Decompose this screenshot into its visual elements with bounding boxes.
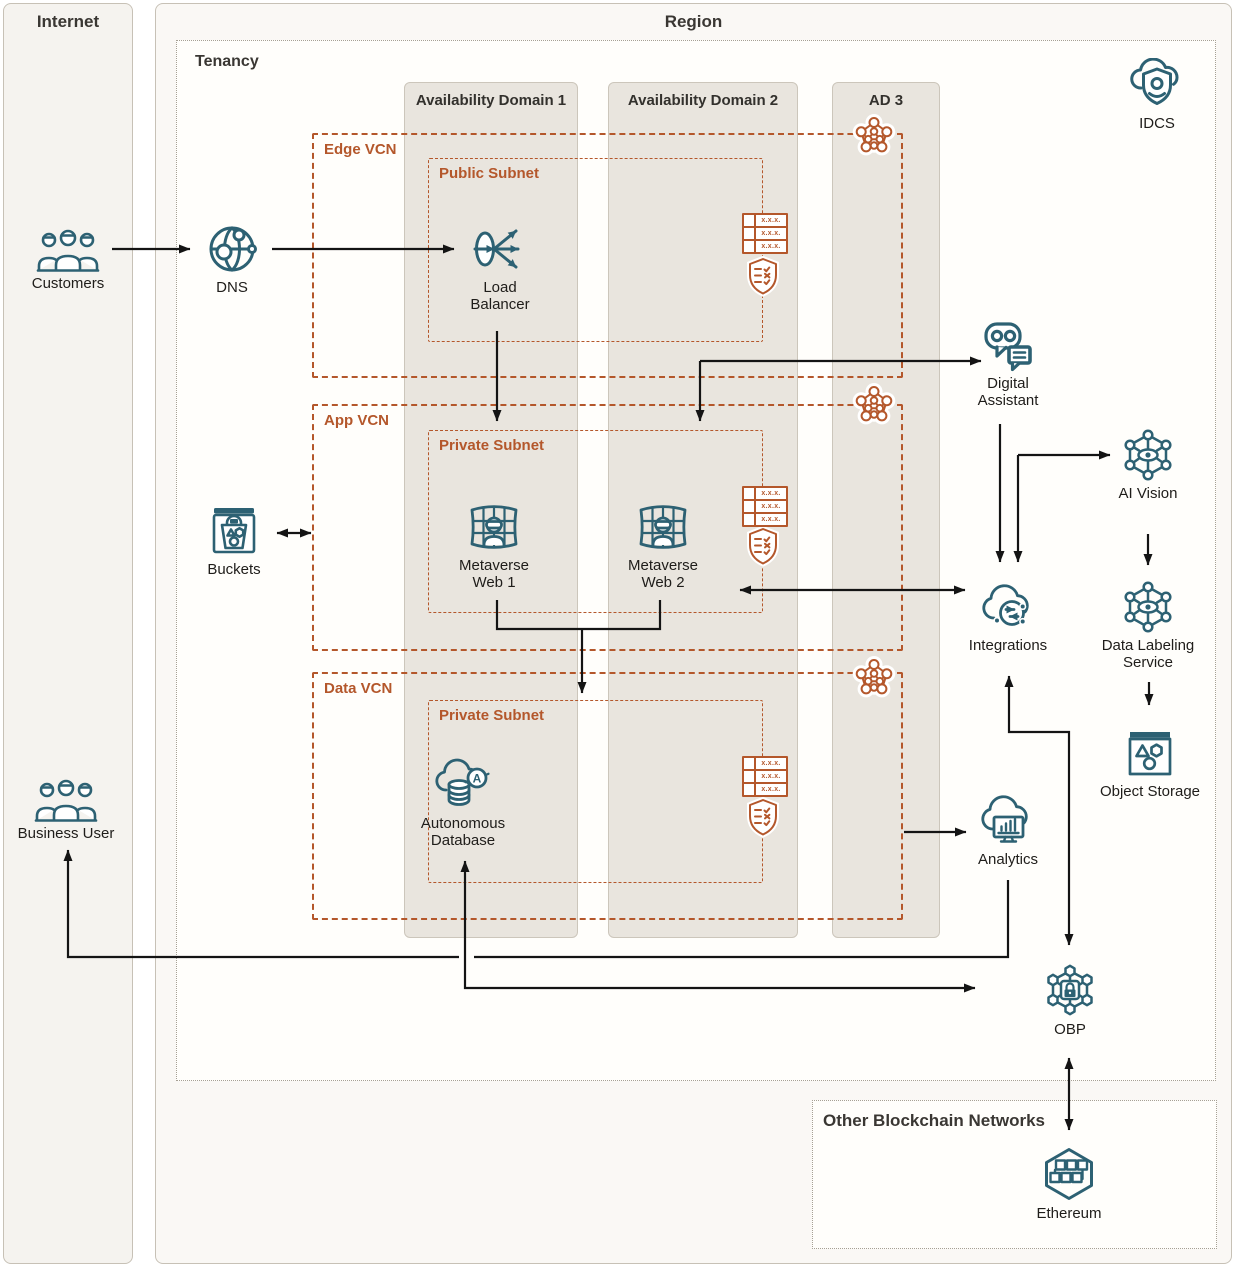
ethereum-label: Ethereum [1036,1205,1102,1222]
route-rule: x.x.x. [761,217,781,224]
route-table-icon: x.x.x. x.x.x. x.x.x. [742,213,788,254]
business-user-node: Business User [6,776,126,842]
analytics-node: Analytics [953,794,1063,868]
ad2-label: Availability Domain 2 [627,92,779,109]
integrations-icon [982,584,1029,626]
metaverse-web-icon [470,505,518,549]
analytics-icon [981,795,1028,843]
other-blockchain-networks-label: Other Blockchain Networks [823,1111,1046,1130]
object-storage-label: Object Storage [1099,783,1201,800]
route-rule: x.x.x. [761,490,781,497]
route-rule: x.x.x. [761,773,781,780]
ai-vision-node: AI Vision [1118,428,1178,502]
app-private-subnet-label: Private Subnet [439,437,545,454]
edge-vcn-label: Edge VCN [324,141,397,158]
route-rule: x.x.x. [761,516,781,523]
load-balancer-node: Load Balancer [460,222,540,313]
ad1-label: Availability Domain 1 [415,92,567,109]
public-subnet-label: Public Subnet [439,165,540,182]
route-rule: x.x.x. [761,503,781,510]
metaverse-web-icon [639,505,687,549]
route-rule: x.x.x. [761,786,781,793]
dns-node: DNS [177,222,287,296]
customers-label: Customers [31,275,105,292]
app-vcn-label: App VCN [324,412,389,429]
vcn-icon [857,118,892,151]
security-list-icon [750,800,776,835]
buckets-label: Buckets [207,561,261,578]
dns-label: DNS [216,279,248,296]
other-blockchain-networks-zone: Other Blockchain Networks [812,1100,1217,1249]
autonomous-database-label: Autonomous Database [420,815,506,849]
autonomous-database-icon: A [435,758,490,806]
tenancy-label: Tenancy [195,53,259,70]
region-label: Region [664,12,723,31]
buckets-node: Buckets [179,504,289,578]
metaverse-web2-node: Metaverse Web 2 [618,500,708,591]
ethereum-node: Ethereum [1014,1146,1124,1222]
internet-label: Internet [36,12,100,31]
ad3-label: AD 3 [868,92,904,109]
ai-vision-icon [1124,429,1172,481]
object-storage-node: Object Storage [1085,726,1215,800]
vcn-icon [857,387,892,420]
autonomous-database-node: A Autonomous Database [408,758,518,849]
idcs-icon [1130,58,1179,105]
route-table-icon: x.x.x. x.x.x. x.x.x. [742,756,788,797]
availability-domain-1: Availability Domain 1 [404,82,578,938]
analytics-label: Analytics [977,851,1039,868]
route-rule: x.x.x. [761,230,781,237]
load-balancer-label: Load Balancer [470,279,530,313]
ethereum-icon [1045,1148,1093,1200]
metaverse-web1-label: Metaverse Web 1 [458,557,530,591]
integrations-label: Integrations [968,637,1048,654]
integrations-node: Integrations [953,580,1063,654]
data-labeling-service-label: Data Labeling Service [1101,637,1195,671]
customers-icon [36,229,100,272]
digital-assistant-label: Digital Assistant [977,375,1039,409]
buckets-icon [212,508,256,554]
dns-icon [209,226,257,272]
idcs-label: IDCS [1139,115,1175,132]
security-list-icon [750,529,776,564]
business-user-label: Business User [17,825,115,842]
object-storage-icon [1128,732,1172,776]
data-vcn-label: Data VCN [324,680,393,697]
availability-domain-3: AD 3 [832,82,940,938]
metaverse-web2-label: Metaverse Web 2 [627,557,699,591]
digital-assistant-icon [984,322,1032,372]
security-list-icon [750,259,776,294]
load-balancer-icon [473,229,520,269]
app-vcn: App VCN [312,404,903,651]
idcs-node: IDCS [1102,58,1212,132]
data-labeling-service-node: Data Labeling Service [1088,580,1208,671]
edge-vcn: Edge VCN [312,133,903,378]
autonomous-a-glyph: A [473,772,482,786]
obp-node: OBP [1015,962,1125,1038]
data-labeling-service-icon [1124,581,1172,633]
digital-assistant-node: Digital Assistant [963,318,1053,409]
data-private-subnet-label: Private Subnet [439,707,545,724]
obp-icon [1047,964,1093,1016]
route-rule: x.x.x. [761,243,781,250]
obp-label: OBP [1054,1021,1086,1038]
route-rule: x.x.x. [761,760,781,767]
internet-zone: Internet [3,3,133,1264]
ai-vision-label: AI Vision [1118,485,1178,502]
route-table-icon: x.x.x. x.x.x. x.x.x. [742,486,788,527]
vcn-icon [857,660,892,693]
metaverse-web1-node: Metaverse Web 1 [449,500,539,591]
business-user-icon [34,779,98,822]
customers-node: Customers [13,226,123,292]
